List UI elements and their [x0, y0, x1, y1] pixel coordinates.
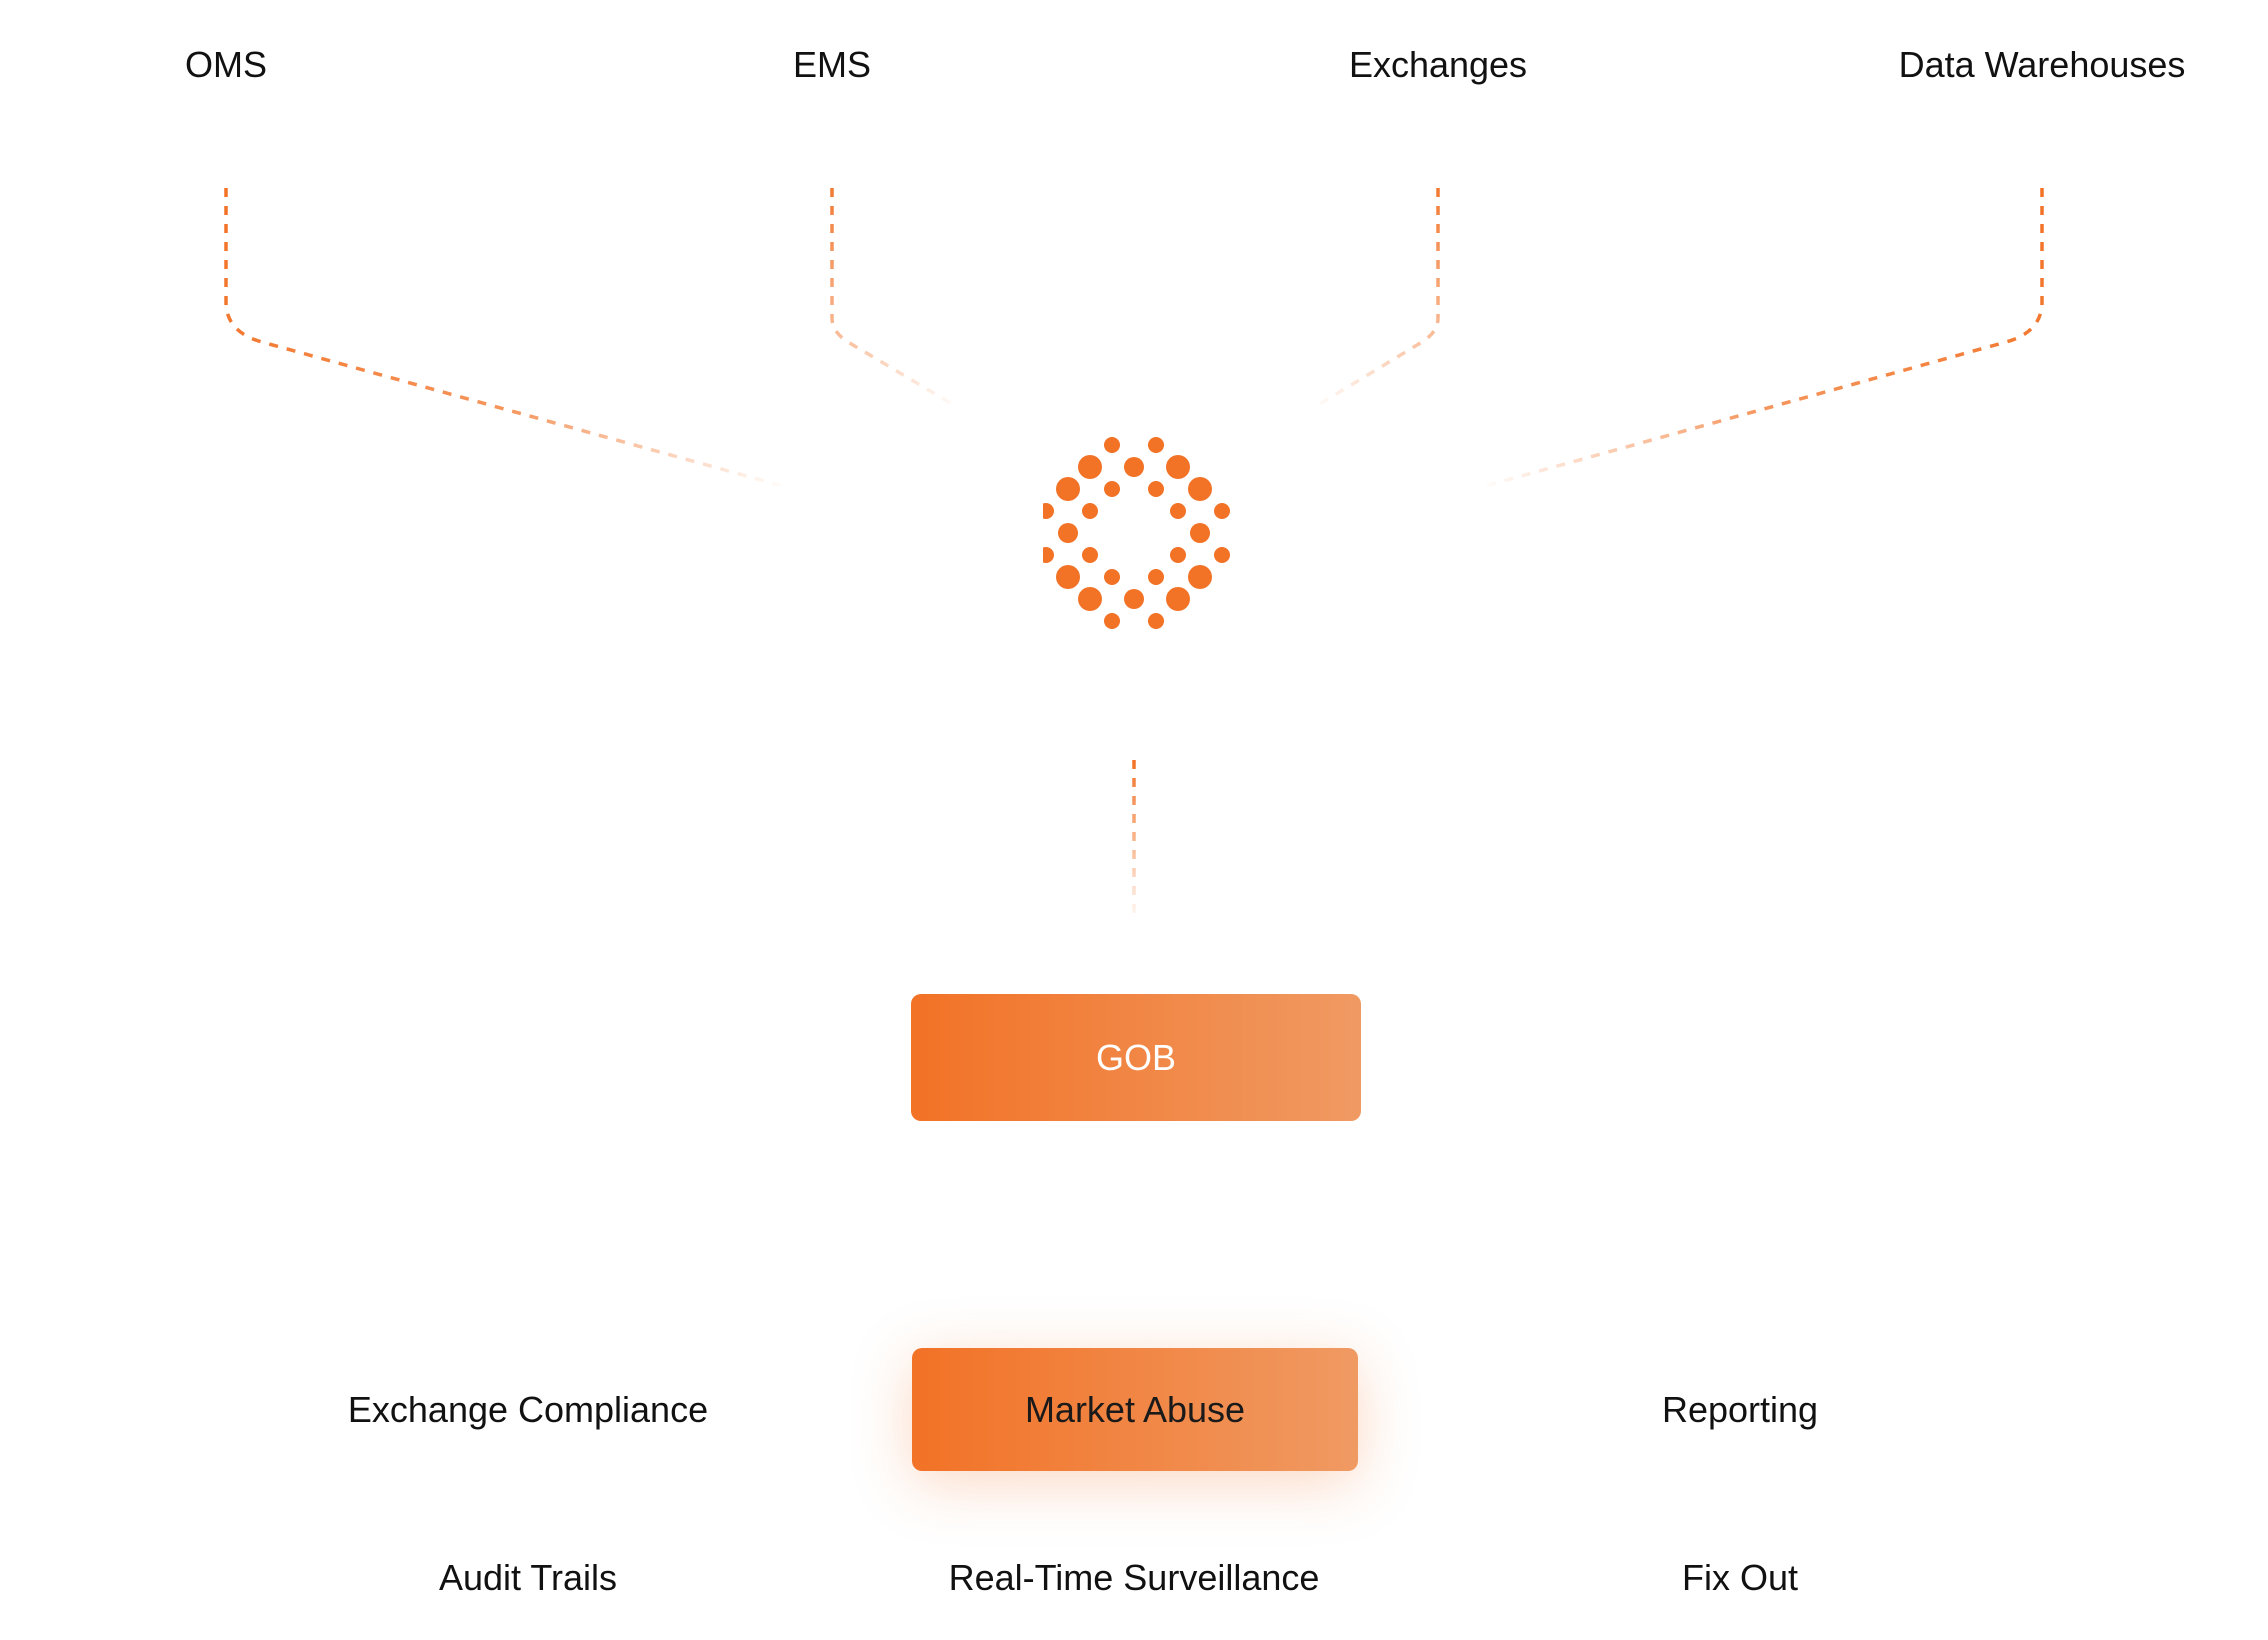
output-real-time-surveillance[interactable]: Real-Time Surveillance: [948, 1557, 1320, 1598]
gob-box: GOB: [911, 994, 1361, 1121]
source-ems: EMS: [792, 44, 872, 85]
dotted-ring-logo: [1043, 437, 1230, 629]
output-fix-out[interactable]: Fix Out: [1681, 1557, 1799, 1598]
source-data-warehouses: Data Warehouses: [1898, 44, 2186, 85]
gob-label: GOB: [1095, 1036, 1176, 1078]
connector-ems: [830, 188, 963, 412]
output-reporting[interactable]: Reporting: [1661, 1389, 1819, 1430]
source-exchanges: Exchanges: [1348, 44, 1528, 85]
source-oms: OMS: [184, 44, 268, 85]
output-market-abuse-selected[interactable]: Market Abuse: [912, 1348, 1358, 1471]
connector-data-warehouses: [1477, 188, 2044, 490]
output-market-abuse-label: Market Abuse: [1024, 1388, 1246, 1430]
output-exchange-compliance[interactable]: Exchange Compliance: [347, 1389, 709, 1430]
connector-exchanges: [1309, 188, 1440, 412]
output-audit-trails[interactable]: Audit Trails: [438, 1557, 618, 1598]
connector-oms: [224, 188, 791, 490]
